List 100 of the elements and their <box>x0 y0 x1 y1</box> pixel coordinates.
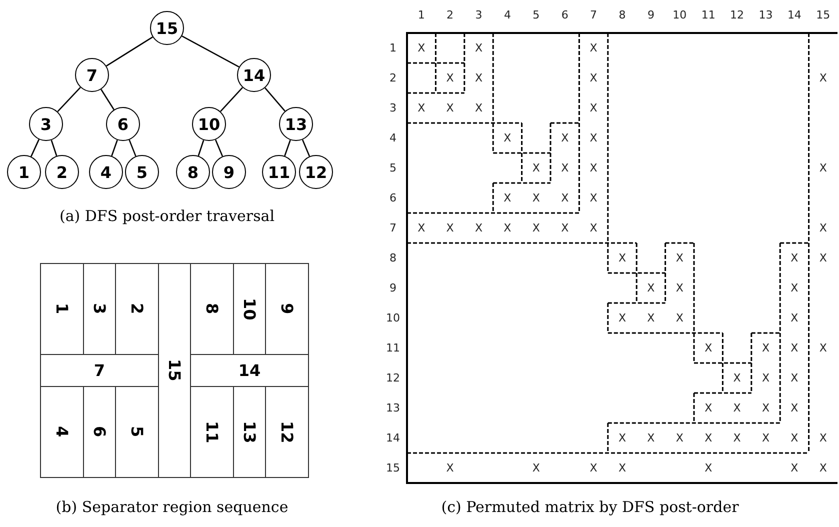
matrix-entry: X <box>618 462 626 474</box>
tree-node-circle: 7 <box>75 58 109 92</box>
matrix-entry: X <box>762 372 770 384</box>
matrix-entry: X <box>590 192 598 204</box>
region-number: 2 <box>128 303 146 315</box>
region-number: 4 <box>52 426 72 438</box>
tree-edge <box>50 140 58 156</box>
matrix-entry: X <box>819 462 827 474</box>
matrix-entry: X <box>474 222 483 234</box>
matrix-entry: X <box>561 132 569 144</box>
matrix-entry: X <box>532 192 540 204</box>
matrix-entry: X <box>733 402 741 414</box>
column-index: 15 <box>816 8 830 22</box>
tree-edge <box>198 140 204 156</box>
matrix-entry: X <box>676 312 684 324</box>
column-index: 3 <box>475 8 482 22</box>
matrix-entry: X <box>590 102 598 114</box>
separator-region <box>265 263 309 355</box>
matrix-entry: X <box>504 132 512 144</box>
matrix-entry: X <box>474 42 483 54</box>
matrix-entry: X <box>618 252 626 264</box>
row-index: 2 <box>390 72 396 84</box>
row-index: 4 <box>390 132 396 144</box>
matrix-entry: X <box>446 462 454 474</box>
matrix-entry: X <box>790 462 798 474</box>
separator-region <box>40 386 84 478</box>
matrix-entry: X <box>704 432 712 444</box>
row-index: 14 <box>386 432 400 444</box>
matrix-entry: X <box>474 72 483 84</box>
matrix-entry: X <box>733 372 741 384</box>
matrix-entry: X <box>790 402 798 414</box>
region-number: 6 <box>90 426 109 438</box>
tree-edge <box>264 87 286 112</box>
column-index: 13 <box>758 8 773 22</box>
column-index: 6 <box>561 8 568 22</box>
matrix-entry: X <box>704 462 712 474</box>
matrix-entry: X <box>532 462 540 474</box>
matrix-entry: X <box>561 162 569 174</box>
figure-caption: (a) DFS post-order traversal <box>59 207 275 225</box>
region-number: 7 <box>94 361 106 380</box>
region-number: 8 <box>202 303 222 315</box>
matrix-entry: X <box>590 222 598 234</box>
tree-node-circle: 13 <box>279 107 313 141</box>
region-number: 15 <box>165 359 184 382</box>
row-index: 3 <box>390 102 396 114</box>
matrix-entry: X <box>819 252 827 264</box>
matrix-entry: X <box>446 222 454 234</box>
matrix-entry: X <box>590 132 598 144</box>
matrix-entry: X <box>590 162 598 174</box>
matrix-entry: X <box>532 222 540 234</box>
region-number: 14 <box>238 361 261 380</box>
tree-edge <box>100 89 114 110</box>
column-index: 2 <box>446 8 454 22</box>
matrix-entry: X <box>790 282 798 294</box>
tree-edge <box>220 87 243 112</box>
tree-node-circle: 4 <box>89 155 123 189</box>
matrix-entry: X <box>561 222 569 234</box>
row-index: 8 <box>390 252 396 264</box>
matrix-entry: X <box>418 102 426 114</box>
matrix-entry: X <box>504 192 512 204</box>
row-index: 1 <box>390 42 396 54</box>
figure-caption: (c) Permuted matrix by DFS post-order <box>441 498 739 516</box>
row-index: 13 <box>386 402 400 414</box>
tree-node-circle: 15 <box>150 11 184 45</box>
tree-node-circle: 6 <box>106 107 140 141</box>
matrix-entry: X <box>647 282 655 294</box>
tree-edge <box>111 140 118 156</box>
matrix-entry: X <box>819 72 827 84</box>
matrix-entry: X <box>762 342 770 354</box>
matrix-entry: X <box>561 192 569 204</box>
tree-edge <box>284 140 291 156</box>
region-number: 11 <box>202 420 222 444</box>
tree-edge <box>128 140 136 156</box>
region-number: 13 <box>240 420 259 444</box>
region-number: 3 <box>90 303 109 315</box>
tree-node-circle: 12 <box>299 155 333 189</box>
matrix-entry: X <box>647 432 655 444</box>
tree-node-circle: 8 <box>176 155 210 189</box>
matrix-entry: X <box>819 222 827 234</box>
matrix-entry: X <box>819 432 827 444</box>
matrix-entry: X <box>532 162 540 174</box>
matrix-entry: X <box>676 282 684 294</box>
column-index: 7 <box>590 8 598 22</box>
region-number: 12 <box>278 420 296 444</box>
region-number: 10 <box>240 298 259 320</box>
row-index: 12 <box>386 372 400 384</box>
matrix-entry: X <box>504 222 512 234</box>
tree-node-circle: 3 <box>29 107 63 141</box>
matrix-entry: X <box>790 432 798 444</box>
matrix-entry: X <box>474 102 483 114</box>
row-index: 15 <box>386 462 400 474</box>
tree-node-circle: 5 <box>125 155 159 189</box>
matrix-entry: X <box>446 102 454 114</box>
matrix-entry: X <box>762 402 770 414</box>
row-index: 5 <box>390 162 396 174</box>
tree-node-circle: 14 <box>237 58 271 92</box>
matrix-entry: X <box>790 252 798 264</box>
tree-edge <box>106 36 153 67</box>
column-index: 14 <box>787 8 802 22</box>
tree-edge <box>57 86 81 112</box>
